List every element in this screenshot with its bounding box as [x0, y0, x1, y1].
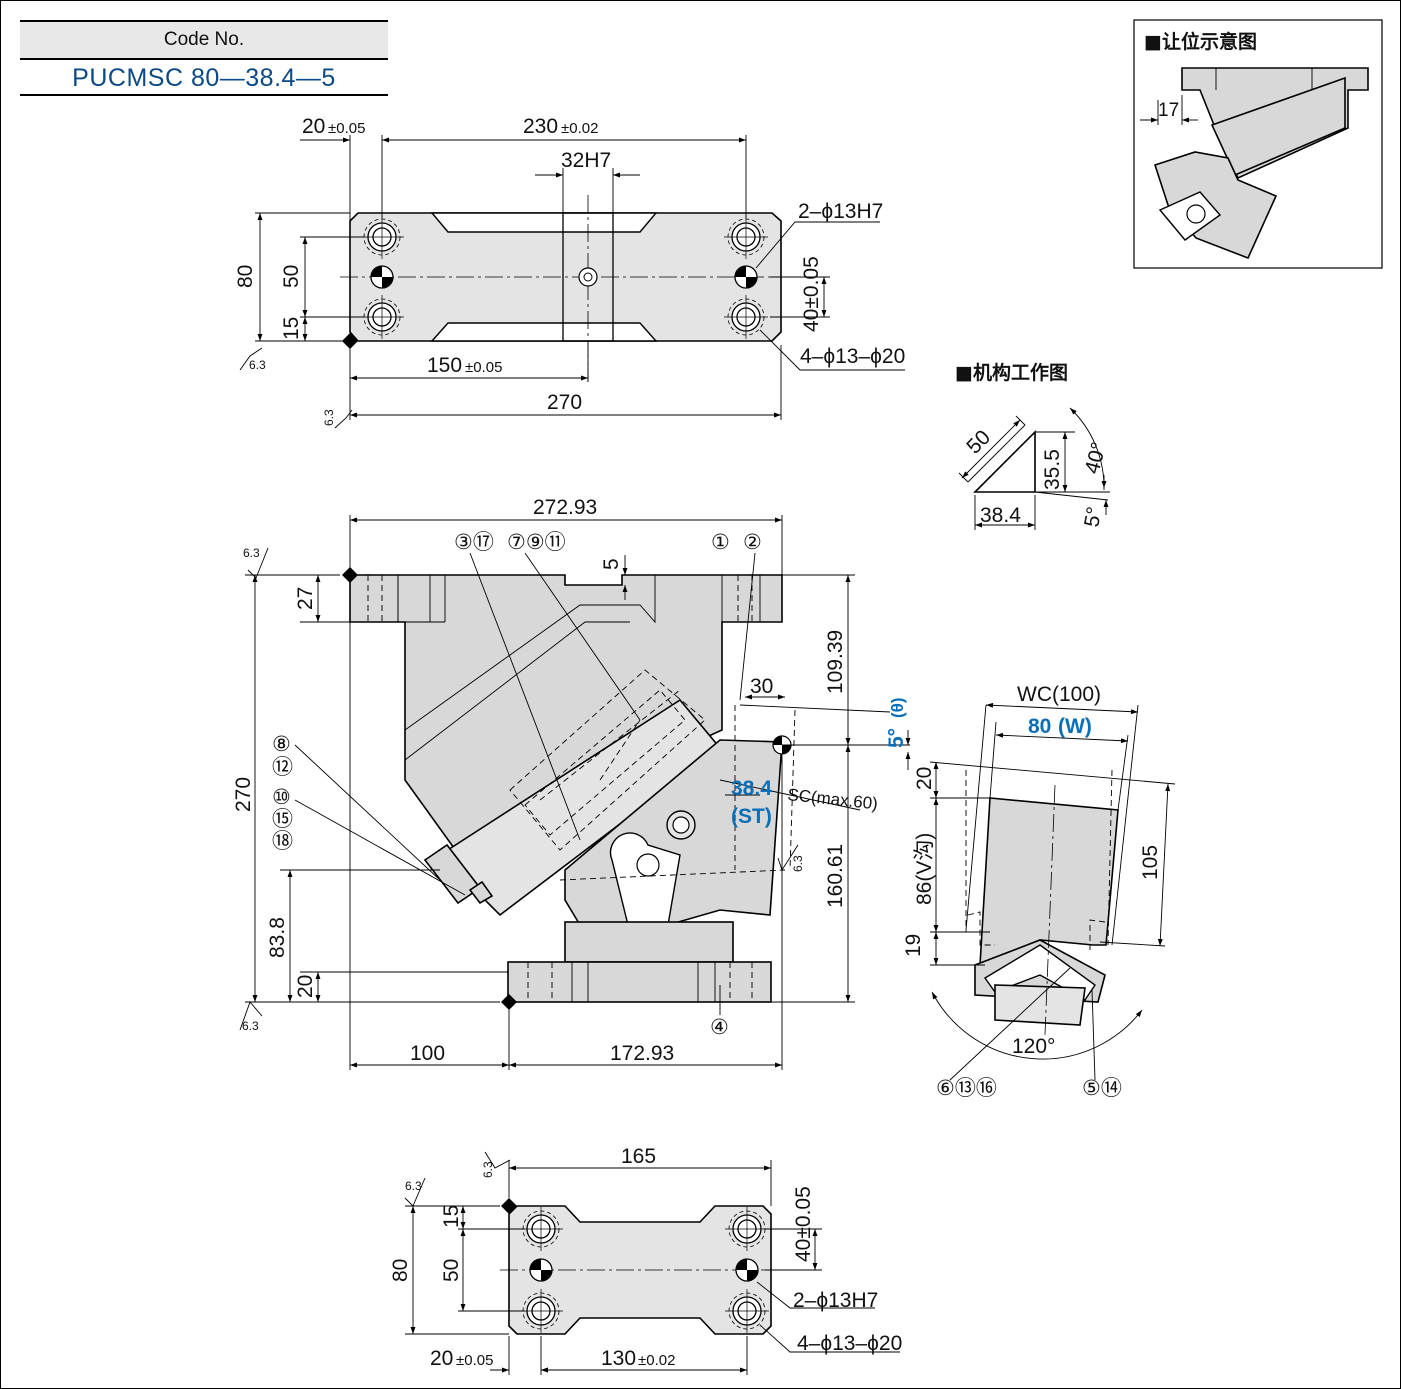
dim-top-15: 15	[280, 317, 303, 340]
label-5-14: ⑤⑭	[1082, 1077, 1122, 1100]
clearance-diagram: ■让位示意图 17	[1133, 19, 1383, 269]
dim-top-230: 230	[523, 115, 558, 138]
dim-top-50: 50	[280, 265, 303, 288]
dim-top-2phi13h7: 2–ϕ13H7	[798, 200, 883, 223]
roughness-top-1: 6.3	[249, 358, 266, 372]
label-3-17: ③⑰	[454, 531, 494, 554]
roughness-bottom-2: 6.3	[481, 1161, 495, 1178]
dim-front-30: 30	[750, 675, 773, 698]
dim-front-160-61: 160.61	[824, 844, 847, 908]
front-view: 272.93 27 5 109.39 30 270 38.4 (ST) SC(m…	[232, 496, 911, 1070]
dim-bottom-130-tol: ±0.02	[638, 1352, 675, 1369]
code-number-value: PUCMSC 80—38.4—5	[20, 60, 388, 96]
dim-bottom-130: 130	[601, 1347, 636, 1370]
roughness-bottom-1: 6.3	[405, 1179, 422, 1193]
side-view: WC(100) 80 (W) 20 86(V沟) 105 19 120° ⑥⑬⑯…	[902, 683, 1176, 1100]
code-number-header: Code No.	[20, 20, 388, 60]
dim-front-sc: SC(max.60)	[787, 785, 879, 813]
dim-top-32h7: 32H7	[561, 149, 611, 172]
dim-bottom-40: 40±0.05	[792, 1186, 815, 1262]
dim-mech-38-4: 38.4	[980, 504, 1021, 527]
dim-front-172-93: 172.93	[610, 1042, 674, 1065]
mechanism-title: ■机构工作图	[955, 361, 1068, 384]
dim-top-20: 20	[302, 115, 325, 138]
dim-side-20: 20	[913, 767, 936, 790]
dim-front-st: (ST)	[731, 805, 772, 828]
top-plate-relief-lower	[430, 322, 658, 342]
dowel-pin-icon	[370, 265, 394, 289]
dim-front-100: 100	[410, 1042, 445, 1065]
dim-front-270: 270	[232, 777, 255, 812]
roughness-front-1: 6.3	[243, 546, 260, 560]
top-view: 20 ±0.05 230 ±0.02 32H7 2–ϕ13H7 4–ϕ13–ϕ2…	[234, 115, 905, 429]
dowel-pin-icon	[735, 1258, 759, 1282]
dim-side-wc: WC(100)	[1017, 683, 1101, 706]
dim-front-stroke: 38.4	[731, 777, 772, 800]
angle-front-5: 5°	[885, 728, 908, 748]
dim-mech-50: 50	[962, 426, 995, 459]
label-8: ⑧	[272, 733, 291, 756]
dim-bottom-20-tol: ±0.05	[456, 1352, 493, 1369]
dim-mech-35-5: 35.5	[1041, 449, 1064, 490]
dim-top-230-tol: ±0.02	[561, 120, 598, 137]
base-plate-front	[507, 961, 772, 1003]
dim-front-83-8: 83.8	[266, 917, 289, 958]
dim-bottom-165: 165	[621, 1145, 656, 1168]
dim-top-4phi: 4–ϕ13–ϕ20	[800, 345, 905, 368]
dim-front-272-93: 272.93	[533, 496, 597, 519]
dim-bottom-20: 20	[430, 1347, 453, 1370]
dim-front-5: 5	[600, 558, 623, 570]
dowel-pin-icon	[734, 265, 758, 289]
roughness-front-3: 6.3	[791, 855, 805, 872]
dim-side-86: 86(V沟)	[913, 833, 936, 905]
dim-side-w: (W)	[1058, 715, 1092, 738]
dim-top-20-tol: ±0.05	[328, 120, 365, 137]
dim-top-40: 40±0.05	[800, 256, 823, 332]
roughness-top-2: 6.3	[322, 409, 336, 426]
dim-side-80: 80	[1028, 715, 1051, 738]
mechanism-diagram: ■机构工作图 50 35.5 38.4 40° 5°	[955, 361, 1111, 530]
dim-top-80: 80	[234, 265, 257, 288]
bottom-view: 165 80 15 50 40±0.05 2–ϕ13H7 4–ϕ13–ϕ20 2…	[389, 1145, 902, 1375]
dim-mech-40: 40°	[1081, 440, 1111, 477]
dim-clearance-17: 17	[1158, 100, 1179, 121]
dim-bottom-2phi13h7: 2–ϕ13H7	[793, 1289, 878, 1312]
dim-bottom-50: 50	[440, 1259, 463, 1282]
label-10: ⑩	[272, 786, 291, 809]
driver-base	[564, 921, 734, 963]
dim-bottom-15: 15	[440, 1205, 463, 1228]
dim-mech-5: 5°	[1080, 505, 1106, 529]
roughness-front-2: 6.3	[242, 1019, 259, 1033]
label-18: ⑱	[272, 830, 293, 853]
dim-front-27: 27	[294, 587, 317, 610]
dim-top-150-tol: ±0.05	[465, 359, 502, 376]
dim-top-150: 150	[427, 354, 462, 377]
code-number-box: Code No. PUCMSC 80—38.4—5	[20, 20, 388, 96]
label-4: ④	[710, 1016, 729, 1039]
label-15: ⑮	[272, 808, 293, 831]
dim-front-20: 20	[294, 975, 317, 998]
label-7-9-11: ⑦⑨⑪	[507, 531, 566, 554]
dim-bottom-80: 80	[389, 1259, 412, 1282]
dim-top-270: 270	[547, 391, 582, 414]
dim-bottom-4phi: 4–ϕ13–ϕ20	[797, 1332, 902, 1355]
label-2: ②	[743, 531, 762, 554]
clearance-title: ■让位示意图	[1144, 30, 1257, 53]
dim-side-105: 105	[1139, 845, 1162, 880]
dim-side-19: 19	[902, 934, 925, 957]
angle-front-theta: (θ)	[888, 697, 907, 718]
label-12: ⑫	[272, 756, 293, 779]
label-6-13-16: ⑥⑬⑯	[936, 1077, 997, 1100]
dim-front-109-39: 109.39	[824, 630, 847, 694]
dowel-pin-icon	[529, 1258, 553, 1282]
dim-side-120: 120°	[1012, 1035, 1055, 1058]
top-plate-relief-upper	[430, 212, 658, 233]
label-1: ①	[711, 531, 730, 554]
